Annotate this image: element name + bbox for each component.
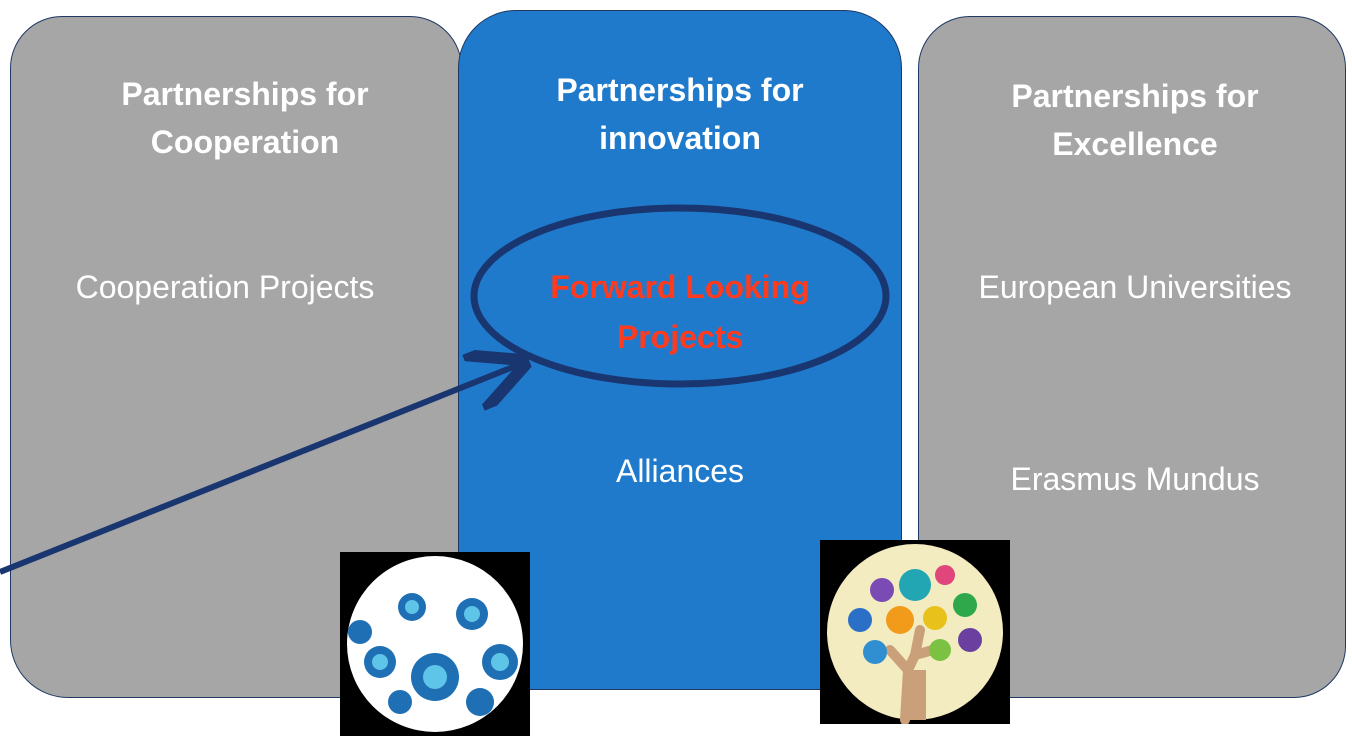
pointer-arrow (0, 365, 518, 575)
panel-innovation-title: Partnerships for innovation (556, 72, 804, 156)
panel-cooperation-title: Partnerships for Cooperation (121, 76, 369, 160)
panel-excellence-title: Partnerships for Excellence (1011, 78, 1259, 162)
panel-excellence-item-2: Erasmus Mundus (1010, 461, 1260, 497)
panel-cooperation-item-1: Cooperation Projects (75, 269, 375, 305)
highlight-ellipse (470, 204, 890, 388)
gears-icons-image (340, 552, 530, 736)
panel-innovation-item-1: Alliances (615, 453, 745, 489)
highlight-forward-looking-projects: Forward Looking Projects (550, 269, 810, 355)
tree-icons-image (820, 540, 1010, 724)
panel-excellence-item-1: European Universities (978, 269, 1292, 305)
